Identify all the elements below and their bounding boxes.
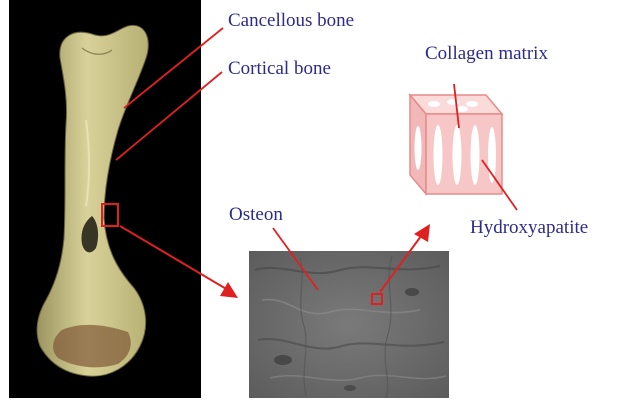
fibril [434, 125, 443, 185]
hydroxyapatite-label: Hydroxyapatite [470, 218, 588, 238]
fibril [453, 125, 462, 185]
collagen-cube [410, 95, 502, 194]
cortical-bone-label: Cortical bone [228, 59, 331, 79]
osteon-label: Osteon [229, 205, 283, 225]
bone-photo [9, 0, 201, 398]
cancellous-bone-label: Cancellous bone [228, 11, 354, 31]
fibril [471, 125, 480, 185]
arrowhead [220, 282, 238, 298]
fibril-end [447, 99, 459, 105]
collagen-matrix-label: Collagen matrix [425, 44, 548, 64]
fibril-end [466, 101, 478, 107]
bone-distal-shading [53, 325, 131, 367]
fibril-end [428, 101, 440, 107]
arrowhead [414, 224, 430, 242]
fibril [415, 126, 422, 170]
osteon-micrograph [249, 251, 449, 398]
